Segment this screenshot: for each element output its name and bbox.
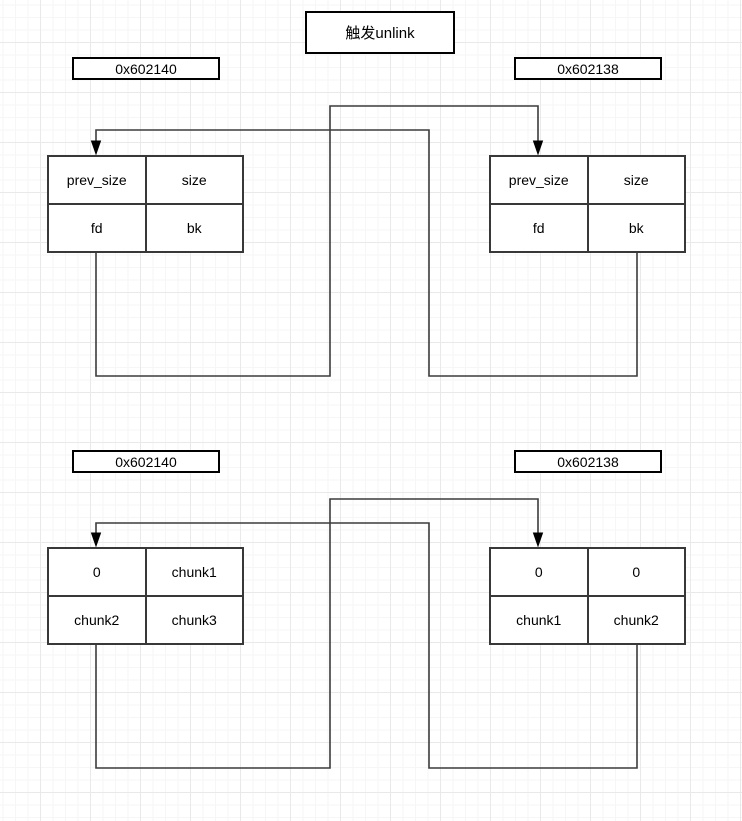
cell-prev-size-value: 0 [48,548,146,596]
cell-bk: bk [145,204,243,252]
cell-size: size [587,156,685,204]
cell-prev-size: prev_size [490,156,588,204]
cell-size-value: 0 [587,548,685,596]
bk-arrowhead-icon-after [90,532,102,548]
address-label-before-right: 0x602138 [514,57,662,80]
cell-fd-value: chunk2 [48,596,146,644]
fd-arrowhead-icon-before [532,140,544,156]
fd-arrowhead-icon-after [532,532,544,548]
cell-size-value: chunk1 [145,548,243,596]
bk-arrowhead-icon-before [90,140,102,156]
cell-bk: bk [587,204,685,252]
address-label-before-left: 0x602140 [72,57,220,80]
cell-prev-size-value: 0 [490,548,588,596]
chunk-table-before-right: prev_size size fd bk [489,155,686,253]
chunk-table-after-left: 0 chunk1 chunk2 chunk3 [47,547,244,645]
cell-bk-value: chunk2 [587,596,685,644]
chunk-table-after-right: 0 0 chunk1 chunk2 [489,547,686,645]
address-label-after-right: 0x602138 [514,450,662,473]
cell-prev-size: prev_size [48,156,146,204]
cell-fd: fd [490,204,588,252]
cell-bk-value: chunk3 [145,596,243,644]
cell-size: size [145,156,243,204]
cell-fd: fd [48,204,146,252]
diagram-title: 触发unlink [305,11,455,54]
cell-fd-value: chunk1 [490,596,588,644]
chunk-table-before-left: prev_size size fd bk [47,155,244,253]
address-label-after-left: 0x602140 [72,450,220,473]
